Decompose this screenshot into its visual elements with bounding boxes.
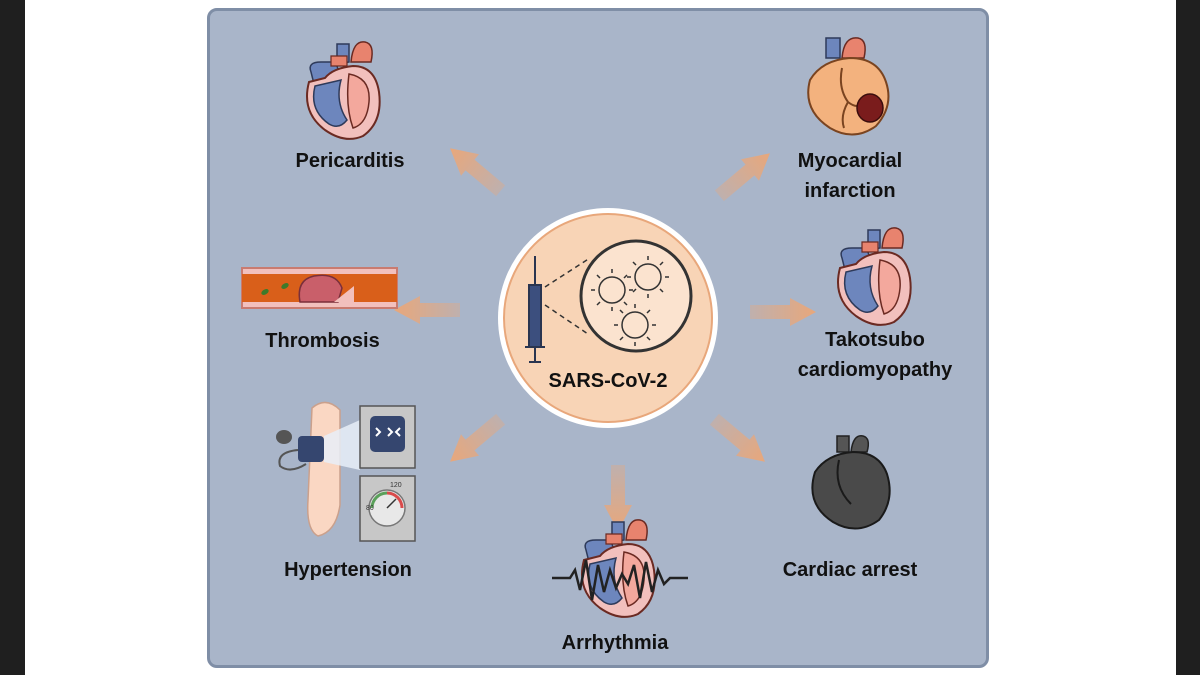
cardiac-arrest-label: Cardiac arrest (782, 559, 918, 581)
hypertension-label: Hypertension (284, 559, 412, 581)
takotsubo-line2: cardiomyopathy (797, 359, 953, 381)
takotsubo-label: Takotsubo cardiomyopathy (775, 325, 975, 385)
arrow-to-hypertension (441, 408, 510, 473)
dark-heart-icon (811, 435, 891, 530)
arrow-to-cardiac-arrest (705, 408, 774, 473)
myocardial-infarction-line1: Myocardial (797, 150, 903, 172)
takotsubo-line1: Takotsubo (825, 329, 925, 351)
center-label: SARS-CoV-2 (549, 370, 668, 392)
thrombosis-label: Thrombosis (265, 330, 380, 352)
arrhythmia-label: Arrhythmia (561, 632, 669, 654)
myocardial-infarction-label: Myocardial infarction (770, 146, 930, 206)
gauge-low: 80 (366, 505, 374, 512)
virus-spikes (591, 256, 669, 346)
blood-pressure-cuff-icon: 80 120 (276, 401, 416, 542)
syringe-icon (525, 256, 545, 363)
pericarditis-heart-icon (306, 40, 381, 140)
arrow-to-takotsubo (750, 298, 816, 326)
myocardial-infarction-line2: infarction (804, 180, 896, 202)
arrow-to-myocardial-infarction (710, 142, 779, 207)
gauge-high: 120 (390, 482, 402, 489)
virus-icon (598, 263, 662, 339)
heart-ecg-icon (552, 518, 688, 618)
pericarditis-label: Pericarditis (295, 150, 405, 172)
infarct-heart-icon (807, 37, 890, 136)
arrow-to-arrhythmia (604, 465, 632, 531)
blood-vessel-clot-icon (241, 267, 398, 309)
arrow-to-pericarditis (441, 137, 510, 202)
sars-cov-2-center: SARS-CoV-2 (498, 208, 718, 428)
takotsubo-heart-icon (837, 226, 912, 326)
arrow-to-thrombosis (394, 296, 460, 324)
